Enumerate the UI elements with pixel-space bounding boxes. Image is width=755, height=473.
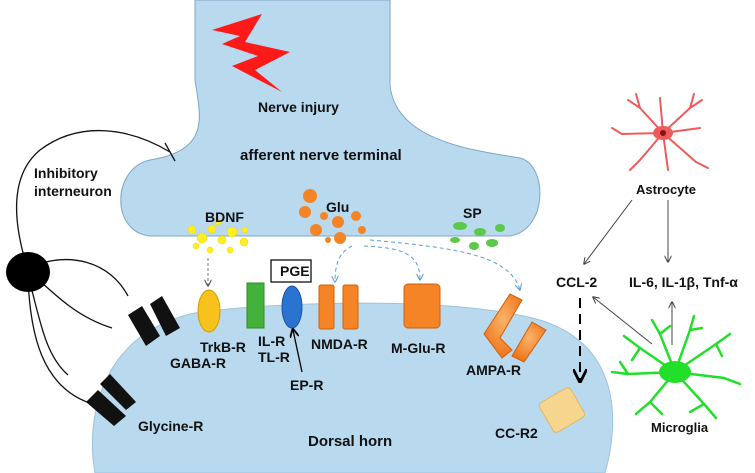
tl-r-label: TL-R [258, 349, 290, 365]
bdnf-vesicles [187, 218, 249, 254]
ampa-r-label: AMPA-R [466, 362, 521, 378]
pge-box [270, 259, 312, 283]
glu-vesicles [299, 189, 366, 244]
mglu-receptor [403, 283, 441, 329]
ccl2-label: CCL-2 [556, 274, 597, 290]
astrocyte-icon [611, 93, 709, 171]
microglia-body [659, 361, 691, 383]
glu-to-ampa-arrow [369, 239, 520, 290]
trkb-r-label: TrkB-R [200, 339, 246, 355]
ep-pointer-arrow [293, 330, 303, 373]
sp-label: SP [463, 205, 482, 221]
glu-to-nmda-arrow [335, 245, 353, 282]
cc-r2-receptor [538, 387, 586, 433]
bdnf-label: BDNF [205, 209, 244, 225]
pge-label: PGE [280, 263, 310, 279]
afferent-nerve-terminal [120, 0, 541, 237]
il-r-label: IL-R [258, 333, 285, 349]
afferent-terminal-label: afferent nerve terminal [240, 147, 402, 164]
ampa-receptor [483, 293, 547, 363]
nmda-receptor [318, 284, 359, 330]
il-receptor [246, 282, 265, 329]
trkb-receptor [197, 289, 221, 333]
interneuron-soma [6, 252, 50, 292]
inhibitory-interneuron-label-2: interneuron [34, 183, 112, 199]
cc-r2-label: CC-R2 [495, 425, 538, 441]
astrocyte-label: Astrocyte [636, 182, 696, 197]
dorsal-horn-region [91, 302, 614, 473]
dorsal-horn-label: Dorsal horn [308, 433, 392, 450]
gaba-r-label: GABA-R [170, 355, 226, 371]
lightning-icon [212, 14, 290, 92]
astrocyte-nucleus [660, 130, 666, 136]
microglia-to-ccl2-arrow [593, 297, 653, 345]
nmda-r-label: NMDA-R [311, 336, 368, 352]
glycine-receptor [86, 374, 136, 426]
gaba-receptor [128, 296, 180, 346]
ep-r-label: EP-R [290, 377, 323, 393]
glu-to-mglu-arrow [363, 245, 420, 280]
ep-receptor [281, 285, 303, 329]
microglia-icon [610, 314, 742, 420]
glu-label: Glu [326, 199, 349, 215]
glycine-r-label: Glycine-R [138, 418, 203, 434]
astrocyte-to-ccl2-arrow [584, 199, 633, 264]
nerve-injury-label: Nerve injury [258, 99, 339, 115]
inhibitory-interneuron-label-1: Inhibitory [34, 165, 98, 181]
sp-vesicles [450, 222, 505, 250]
microglia-label: Microglia [651, 420, 709, 435]
m-glu-r-label: M-Glu-R [391, 340, 445, 356]
cytokines-label: IL-6, IL-1β, Tnf-α [629, 274, 738, 290]
